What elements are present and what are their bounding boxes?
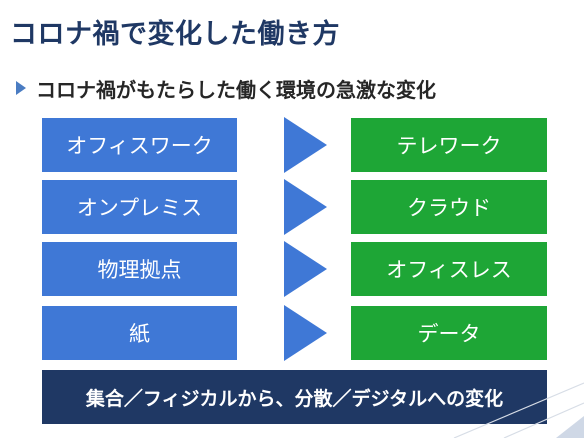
bullet-point: コロナ禍がもたらした働く環境の急激な変化 bbox=[16, 74, 436, 102]
slide-title: コロナ禍で変化した働き方 bbox=[10, 19, 340, 50]
from-box-office-work: オフィスワーク bbox=[42, 118, 237, 172]
to-box-cloud: クラウド bbox=[351, 180, 547, 234]
right-arrow-icon bbox=[284, 179, 327, 235]
right-arrow-icon bbox=[284, 117, 327, 173]
to-box-data: データ bbox=[351, 306, 547, 360]
bullet-text: コロナ禍がもたらした働く環境の急激な変化 bbox=[36, 77, 436, 102]
from-box-on-premise: オンプレミス bbox=[42, 180, 237, 234]
summary-banner: 集合／フィジカルから、分散／デジタルへの変化 bbox=[42, 370, 547, 424]
right-arrow-icon bbox=[284, 241, 327, 297]
to-box-telework: テレワーク bbox=[351, 118, 547, 172]
from-box-paper: 紙 bbox=[42, 306, 237, 360]
right-arrow-icon bbox=[284, 305, 327, 361]
to-box-officeless: オフィスレス bbox=[351, 242, 547, 296]
triangle-bullet-icon bbox=[16, 81, 26, 95]
from-box-physical-site: 物理拠点 bbox=[42, 242, 237, 296]
